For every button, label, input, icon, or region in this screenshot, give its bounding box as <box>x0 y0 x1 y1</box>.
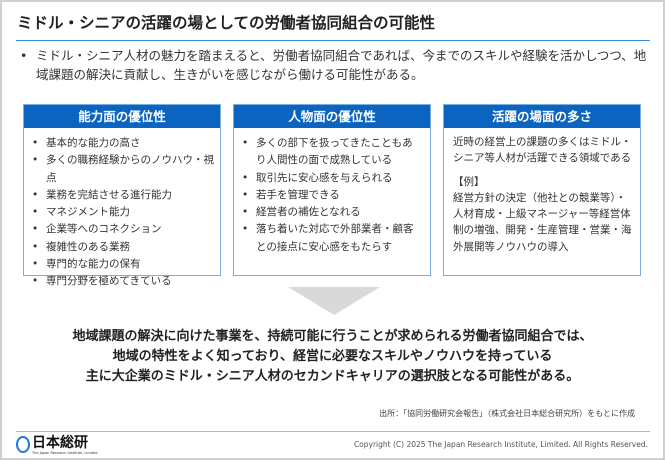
bullet-marker: • <box>20 48 28 63</box>
conclusion-line: 地域の特性をよく知っており、経営に必要なスキルやノウハウを持っている <box>112 349 553 364</box>
box-ability: 能力面の優位性 基本的な能力の高さ 多くの職務経験からのノウハウ・視点 業務を完… <box>23 104 221 291</box>
list-item: 複雑性のある業務 <box>32 239 220 257</box>
list-item: 若手を管理できる <box>242 187 420 205</box>
intro-text: ミドル・シニア人材の魅力を踏まえると、労働者協同組合であれば、今までのスキルや経… <box>36 48 647 82</box>
page-title: ミドル・シニアの活躍の場としての労働者協同組合の可能性 <box>17 14 436 32</box>
example-label: 【例】 <box>453 175 485 188</box>
logo-name: 日本総研 <box>32 435 88 451</box>
list-item: 多くの職務経験からのノウハウ・視点 <box>32 152 220 187</box>
personality-list: 多くの部下を扱ってきたこともあり人間性の面で成熟している 取引先に安心感を与えら… <box>234 128 430 256</box>
list-item: 落ち着いた対応で外部業者・顧客との接点に安心感をもたらす <box>242 221 420 256</box>
logo-mark-icon <box>16 436 30 453</box>
opportunities-text: 近時の経営上の課題の多くはミドル・シニア等人材が活躍できる領域である <box>453 136 632 165</box>
logo-subtitle: The Japan Research Institute, Limited <box>32 451 98 455</box>
list-item: マネジメント能力 <box>32 204 220 222</box>
down-arrow-icon <box>288 287 380 315</box>
list-item: 専門分野を極めてきている <box>32 273 220 291</box>
example-text: 経営方針の決定（他社との競業等）・人材育成・上級マネージャー等経営体制の増強、開… <box>453 191 632 253</box>
list-item: 取引先に安心感を与えられる <box>242 170 420 188</box>
copyright: Copyright (C) 2025 The Japan Research In… <box>353 440 648 449</box>
list-item: 経営者の補佐となれる <box>242 204 420 222</box>
box-personality: 人物面の優位性 多くの部下を扱ってきたこともあり人間性の面で成熟している 取引先… <box>233 104 431 276</box>
source-note: 出所：「協同労働研究会報告」（株式会社日本総合研究所）をもとに作成 <box>379 409 635 418</box>
footer-divider <box>16 431 650 432</box>
ability-list: 基本的な能力の高さ 多くの職務経験からのノウハウ・視点 業務を完結させる進行能力… <box>24 128 220 291</box>
list-item: 企業等へのコネクション <box>32 221 220 239</box>
conclusion: 地域課題の解決に向けた事業を、持続可能に行うことが求められる労働者協同組合では、… <box>0 327 665 387</box>
box-header: 人物面の優位性 <box>234 105 430 128</box>
list-item: 多くの部下を扱ってきたこともあり人間性の面で成熟している <box>242 135 420 170</box>
title-divider <box>16 40 650 41</box>
conclusion-line: 主に大企業のミドル・シニア人材のセカンドキャリアの選択肢となる可能性がある。 <box>85 369 580 384</box>
company-logo: 日本総研 The Japan Research Institute, Limit… <box>16 435 97 456</box>
conclusion-line: 地域課題の解決に向けた事業を、持続可能に行うことが求められる労働者協同組合では、 <box>72 329 593 344</box>
list-item: 専門的な能力の保有 <box>32 256 220 274</box>
box-header: 能力面の優位性 <box>24 105 220 128</box>
list-item: 業務を完結させる進行能力 <box>32 187 220 205</box>
intro-bullet: • ミドル・シニア人材の魅力を踏まえると、労働者協同組合であれば、今までのスキル… <box>20 46 656 84</box>
box-header: 活躍の場面の多さ <box>444 105 640 128</box>
box-opportunities: 活躍の場面の多さ 近時の経営上の課題の多くはミドル・シニア等人材が活躍できる領域… <box>443 104 641 276</box>
list-item: 基本的な能力の高さ <box>32 135 220 153</box>
